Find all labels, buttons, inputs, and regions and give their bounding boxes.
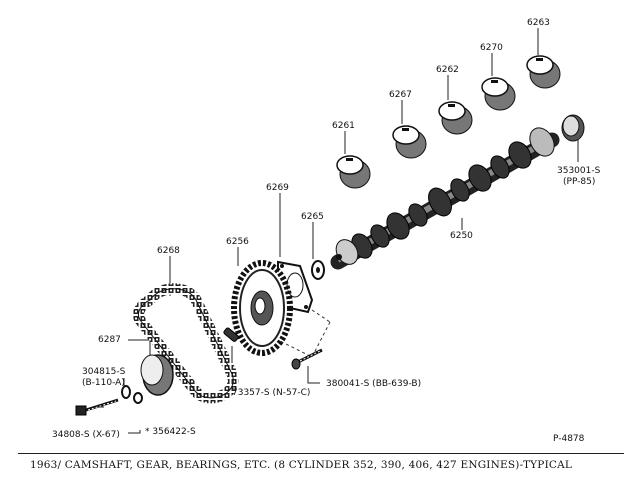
label-6267: 6267 [389,90,412,100]
label-356422: * 356422-S [145,427,196,437]
label-353001: 353001-S [557,166,601,176]
sprocket-6256 [231,260,293,356]
eccentric-6287 [140,354,174,396]
washer-6265 [311,260,325,280]
timing-chain-6268 [132,283,239,404]
label-304815: 304815-S [82,367,126,377]
label-73357: 73357-S (N-57-C) [232,388,311,398]
bearing-6267 [392,125,427,159]
label-6265: 6265 [301,212,324,222]
label-353001-sub: (PP-85) [563,177,596,187]
label-380041: 380041-S (BB-639-B) [326,379,422,389]
plate-number: P-4878 [553,434,585,444]
label-6270: 6270 [480,43,503,53]
washer-356422 [133,392,143,404]
label-6256: 6256 [226,237,249,247]
diagram-caption: 1963/ CAMSHAFT, GEAR, BEARINGS, ETC. (8 … [30,459,573,471]
thrust-plate-6269 [277,260,314,314]
label-6262: 6262 [436,65,459,75]
bearing-6270 [481,77,516,111]
label-34808: 34808-S (X-67) [52,430,120,440]
label-6261: 6261 [332,121,355,131]
bearing-6263 [526,55,561,89]
camshaft-6250 [330,127,560,270]
bearing-6261 [336,155,371,189]
bearing-6262 [438,101,473,135]
plug-353001 [561,114,585,142]
label-6269: 6269 [266,183,289,193]
label-304815-sub: (B-110-A) [82,378,125,388]
washer-304815 [121,385,131,399]
label-6263: 6263 [527,18,550,28]
caption-rule [18,453,624,454]
label-6268: 6268 [157,246,180,256]
bolt-34808 [75,398,119,416]
pin-73357 [223,327,239,342]
label-6250: 6250 [450,231,473,241]
label-6287: 6287 [98,335,121,345]
bolt-380041 [291,348,323,370]
